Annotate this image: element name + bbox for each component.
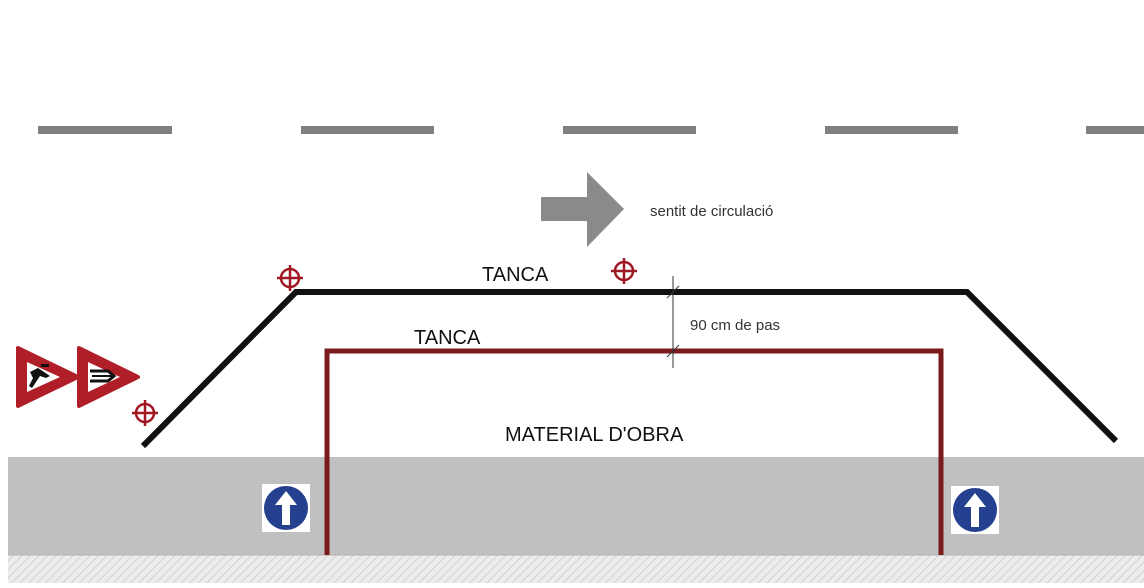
- hatched-edge: [8, 555, 1144, 583]
- straight-ahead-arrow-sign-icon: [951, 486, 999, 534]
- inner-fence: [324, 348, 944, 555]
- material-label: MATERIAL D'OBRA: [505, 424, 684, 446]
- lane-center-line: [38, 126, 1144, 134]
- roadworks-warning-sign-icon: [16, 346, 80, 408]
- lane-dash: [1086, 126, 1144, 134]
- inner-fence-label: TANCA: [414, 327, 481, 349]
- crosshair-light-icon: [132, 400, 158, 426]
- road-narrows-warning-sign-icon: [77, 346, 140, 408]
- clearance-label: 90 cm de pas: [690, 317, 780, 334]
- direction-arrow-icon: [541, 172, 624, 247]
- direction-label: sentit de circulació: [650, 203, 773, 220]
- lane-dash: [563, 126, 696, 134]
- crosshair-light-icon: [611, 258, 637, 284]
- outer-fence-label: TANCA: [482, 264, 549, 286]
- crosshair-light-icon: [277, 265, 303, 291]
- outer-fence: [140, 289, 1119, 449]
- clearance-dimension: [666, 276, 680, 368]
- lane-dash: [301, 126, 434, 134]
- straight-ahead-arrow-sign-icon: [262, 484, 310, 532]
- lane-dash: [38, 126, 172, 134]
- lane-dash: [825, 126, 958, 134]
